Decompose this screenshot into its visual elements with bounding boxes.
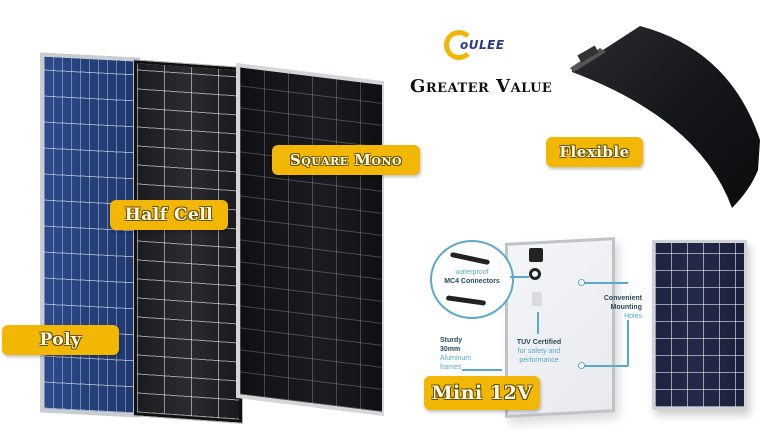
cable-ring-icon (529, 268, 541, 280)
logo-sun-icon (444, 30, 474, 60)
mounting-callout-text: Convenient Mounting Holes (592, 294, 642, 321)
tuv-line2: for safety and (517, 348, 561, 355)
callout-line (584, 365, 628, 367)
brand-logo: oULEE (438, 24, 508, 72)
mounting-line3: Holes (624, 313, 642, 320)
label-flexible: Flexible (546, 137, 643, 167)
label-half-cell: Half Cell (110, 200, 228, 230)
frame-line2: 30mm (440, 346, 461, 353)
callout-line (627, 320, 629, 366)
logo-text: oULEE (460, 38, 505, 52)
poly-panel-image (40, 52, 140, 418)
frame-callout-text: Sturdy 30mm Aluminum frames (440, 336, 471, 372)
mc4-connector-callout: waterproof MC4 Connectors (430, 240, 514, 319)
callout-line (537, 312, 539, 334)
frame-line1: Sturdy (440, 337, 463, 344)
mc4-line1: waterproof (455, 269, 489, 276)
cable-icon (449, 251, 491, 266)
tuv-callout-text: TUV Certified for safety and performance (510, 338, 568, 365)
cable-icon (445, 295, 487, 306)
label-mini-12v: Mini 12V (424, 376, 540, 410)
callout-line (584, 282, 628, 284)
tuv-line1: TUV Certified (516, 339, 562, 346)
mounting-line1: Convenient (603, 295, 642, 302)
square-mono-panel-image (236, 62, 384, 417)
mounting-line2: Mounting (610, 304, 643, 311)
flexible-panel-image (570, 26, 760, 208)
callout-line (510, 276, 529, 278)
junction-box-icon (529, 248, 543, 262)
label-poly: Poly (2, 325, 119, 355)
callout-line (462, 369, 502, 371)
half-cell-panel-image (133, 59, 243, 424)
label-square-mono: Square Mono (272, 145, 420, 175)
tuv-line3: performance (519, 357, 559, 364)
brand-tagline: Greater Value (410, 76, 553, 97)
frame-line4: frames (440, 364, 462, 371)
mini-12v-panel-front-image (652, 240, 747, 410)
frame-line3: Aluminum (440, 355, 472, 362)
mc4-callout-text: waterproof MC4 Connectors (442, 268, 502, 286)
mc4-line2: MC4 Connectors (444, 278, 500, 285)
certification-sticker-icon (532, 292, 542, 306)
